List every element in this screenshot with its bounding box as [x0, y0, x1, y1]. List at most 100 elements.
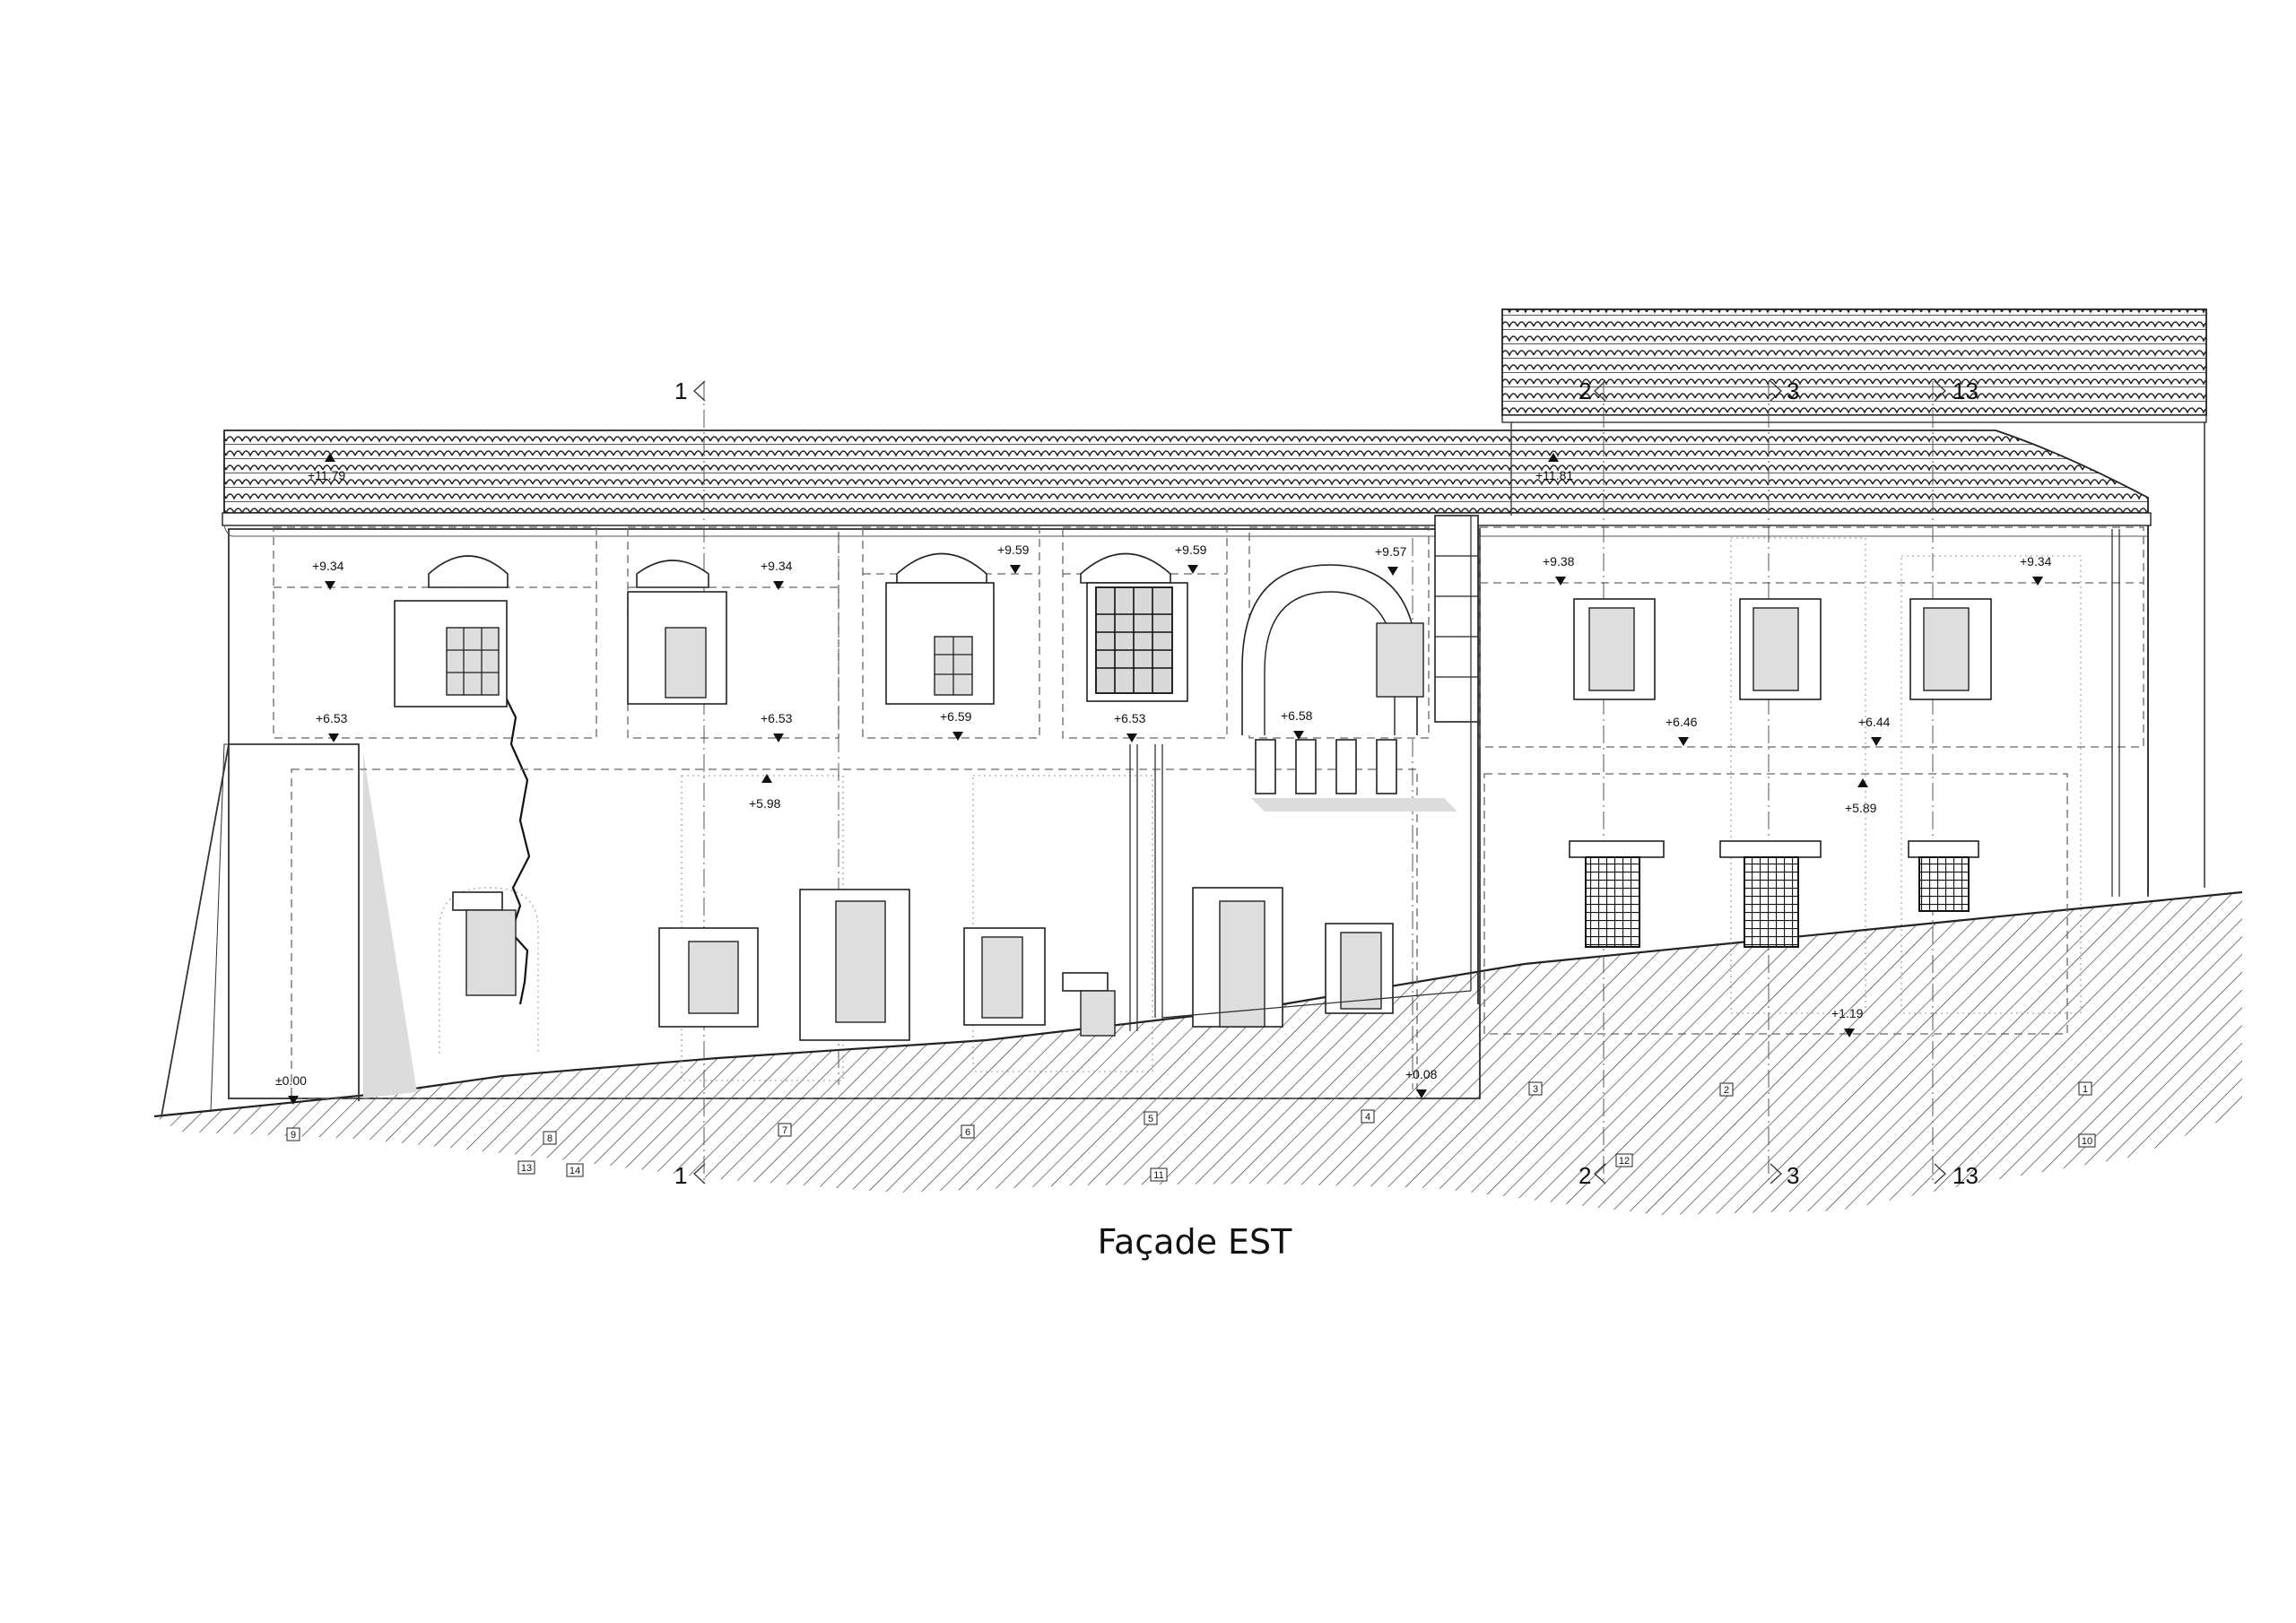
section-mark: 2 — [1578, 378, 1606, 404]
elevation-marker: +11.79 — [308, 453, 345, 482]
elevation-markers: +11.79 +11.81 +9.34 +9.34 +9.59 +9.59 +9… — [275, 453, 2052, 1105]
svg-text:14: 14 — [570, 1166, 580, 1176]
drainpipes — [1129, 516, 2120, 1031]
svg-text:9: 9 — [291, 1130, 296, 1141]
point-number: 7 — [778, 1123, 792, 1137]
point-number: 3 — [1528, 1081, 1543, 1096]
arch-corbels — [1251, 739, 1457, 812]
elevation-marker: +6.59 — [940, 709, 972, 741]
point-number: 2 — [1719, 1082, 1734, 1097]
svg-text:11: 11 — [1153, 1170, 1163, 1181]
upper-window-6 — [1739, 598, 1822, 700]
svg-text:+6.53: +6.53 — [316, 711, 348, 725]
svg-text:+0.08: +0.08 — [1405, 1067, 1438, 1081]
ground-opening-7 — [1325, 923, 1394, 1014]
buttress — [229, 743, 360, 1101]
svg-text:1: 1 — [674, 378, 687, 404]
svg-text:+5.98: +5.98 — [749, 796, 781, 811]
ground-opening-2 — [658, 927, 759, 1028]
svg-text:+9.38: +9.38 — [1543, 554, 1575, 568]
point-number: 10 — [2078, 1133, 2096, 1148]
section-mark: 3 — [1770, 1162, 1799, 1189]
section-mark: 1 — [674, 378, 706, 404]
section-marks: 1 2 3 13 1 2 3 13 — [674, 378, 1979, 1189]
upper-window-1 — [394, 555, 509, 707]
stone-pier — [1434, 515, 1479, 723]
svg-text:+6.59: +6.59 — [940, 709, 972, 724]
point-number: 6 — [961, 1124, 975, 1139]
upper-window-5 — [1573, 598, 1656, 700]
elevation-marker: +6.53 — [761, 711, 793, 742]
elevation-marker: +6.46 — [1665, 715, 1698, 746]
point-number: 4 — [1361, 1109, 1375, 1124]
svg-text:13: 13 — [1952, 1162, 1979, 1189]
svg-text:+9.59: +9.59 — [997, 542, 1030, 557]
point-number: 5 — [1144, 1111, 1158, 1125]
point-number: 1 — [2078, 1081, 2092, 1096]
svg-text:3: 3 — [1533, 1084, 1538, 1095]
upper-window-4 — [1080, 552, 1188, 702]
svg-text:13: 13 — [521, 1163, 532, 1174]
elevation-marker: +6.53 — [1114, 711, 1146, 742]
grilled-window-3 — [1908, 840, 1979, 912]
svg-text:+9.59: +9.59 — [1175, 542, 1207, 557]
section-mark: 13 — [1934, 378, 1979, 404]
svg-text:10: 10 — [2082, 1136, 2092, 1147]
ground-opening-1 — [439, 887, 539, 1054]
svg-text:2: 2 — [1578, 1162, 1591, 1189]
svg-text:+9.34: +9.34 — [312, 559, 344, 573]
elevation-marker: +9.34 — [761, 559, 793, 590]
elevation-marker: ±0.00 — [275, 1073, 307, 1105]
point-number: 12 — [1615, 1153, 1633, 1167]
svg-text:+6.53: +6.53 — [761, 711, 793, 725]
elevation-marker: +0.08 — [1405, 1067, 1438, 1098]
ground-opening-5 — [1062, 972, 1116, 1037]
ground-opening-3 — [799, 889, 910, 1041]
main-roof — [222, 430, 2152, 537]
section-mark: 2 — [1578, 1162, 1606, 1189]
point-number: 11 — [1150, 1167, 1168, 1182]
section-mark: 3 — [1770, 378, 1799, 404]
svg-text:+11.79: +11.79 — [308, 468, 345, 482]
point-number: 13 — [517, 1160, 535, 1175]
svg-text:2: 2 — [1724, 1085, 1729, 1096]
elevation-marker: +5.98 — [749, 774, 781, 811]
elevation-marker: +9.57 — [1375, 544, 1407, 576]
svg-text:1: 1 — [2083, 1084, 2088, 1095]
elevation-marker: +6.44 — [1858, 715, 1891, 746]
elevation-marker: +9.34 — [2020, 554, 2052, 586]
elevation-marker: +6.58 — [1281, 708, 1313, 740]
svg-text:4: 4 — [1365, 1112, 1370, 1123]
svg-text:+9.57: +9.57 — [1375, 544, 1407, 559]
svg-text:+6.53: +6.53 — [1114, 711, 1146, 725]
svg-text:5: 5 — [1148, 1114, 1153, 1124]
point-number: 8 — [543, 1131, 557, 1145]
svg-text:1: 1 — [674, 1162, 687, 1189]
svg-text:12: 12 — [1619, 1156, 1630, 1167]
grilled-window-2 — [1719, 840, 1822, 948]
svg-text:+11.81: +11.81 — [1535, 468, 1573, 482]
svg-text:+6.46: +6.46 — [1665, 715, 1698, 729]
ground-hatch — [154, 892, 2242, 1215]
svg-text:+9.34: +9.34 — [761, 559, 793, 573]
section-mark: 1 — [674, 1162, 706, 1189]
elevation-marker: +11.81 — [1535, 453, 1573, 482]
upper-window-3 — [885, 552, 995, 705]
upper-window-2 — [627, 560, 727, 705]
point-numbers: 9 8 13 14 7 6 5 4 11 3 12 2 1 10 — [286, 1081, 2096, 1182]
section-mark: 13 — [1934, 1162, 1979, 1189]
elevation-marker: +6.53 — [316, 711, 348, 742]
elevation-marker: +9.59 — [997, 542, 1030, 574]
ground-opening-4 — [963, 927, 1046, 1026]
elevation-marker: +5.89 — [1845, 778, 1877, 815]
ground-line — [153, 890, 2243, 1118]
svg-text:13: 13 — [1952, 378, 1979, 404]
point-number: 14 — [566, 1163, 584, 1177]
elevation-marker: +1.19 — [1831, 1006, 1864, 1037]
svg-text:6: 6 — [965, 1127, 970, 1138]
point-number: 9 — [286, 1127, 300, 1141]
svg-text:+9.34: +9.34 — [2020, 554, 2052, 568]
elevation-marker: +9.34 — [312, 559, 344, 590]
upper-window-7 — [1909, 598, 1992, 700]
